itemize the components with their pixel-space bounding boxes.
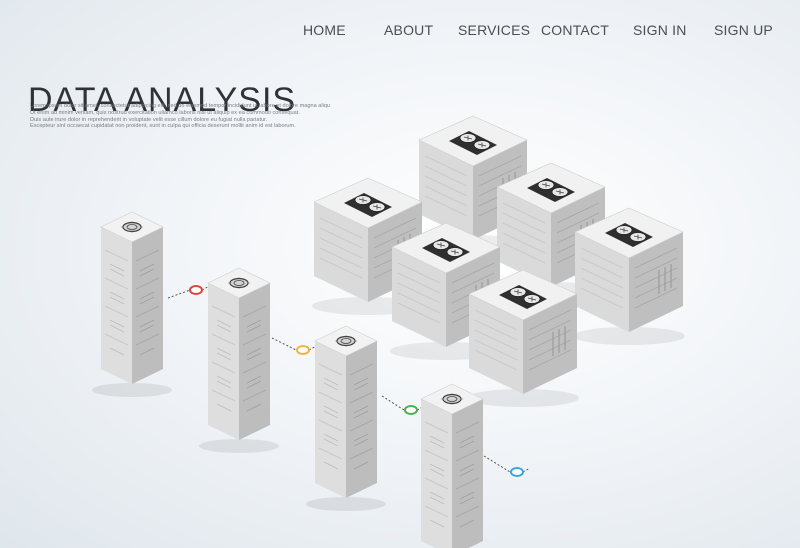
server-rack-icon: [305, 325, 387, 512]
top-navigation: HOME ABOUT SERVICES CONTACT SIGN IN SIGN…: [0, 22, 800, 42]
connection-node-icon: [189, 285, 203, 295]
nav-sign-up-link[interactable]: SIGN UP: [714, 22, 773, 38]
connection-lines: [167, 283, 531, 473]
intro-line: Excepteur sint occaecat cupidatat non pr…: [30, 123, 296, 130]
server-rack-icon: [198, 267, 280, 454]
server-rack-icon: [91, 211, 173, 398]
intro-line: Lorem ipsum dolor sit amet, consectetur …: [30, 103, 330, 109]
server-rack-icon: [466, 269, 580, 408]
nav-sign-in-link[interactable]: SIGN IN: [633, 22, 687, 38]
nav-services-link[interactable]: SERVICES: [458, 22, 531, 38]
nav-home-link[interactable]: HOME: [303, 22, 346, 38]
page-title: DATA ANALYSIS: [28, 80, 297, 119]
connection-node-icon: [296, 345, 310, 355]
nav-about-link[interactable]: ABOUT: [384, 22, 434, 38]
server-rack-icon: [411, 383, 493, 548]
intro-line: Duis aute irure dolor in reprehenderit i…: [30, 116, 268, 123]
nav-contact-link[interactable]: CONTACT: [541, 22, 610, 38]
intro-line: Ut enim ad minim veniam, quis nostrud ex…: [30, 109, 300, 116]
connection-node-icon: [510, 467, 524, 477]
connection-node-icon: [404, 405, 418, 415]
intro-paragraph: Lorem ipsum dolor sit amet, consectetur …: [30, 103, 330, 130]
server-rack-icon: [572, 207, 686, 346]
